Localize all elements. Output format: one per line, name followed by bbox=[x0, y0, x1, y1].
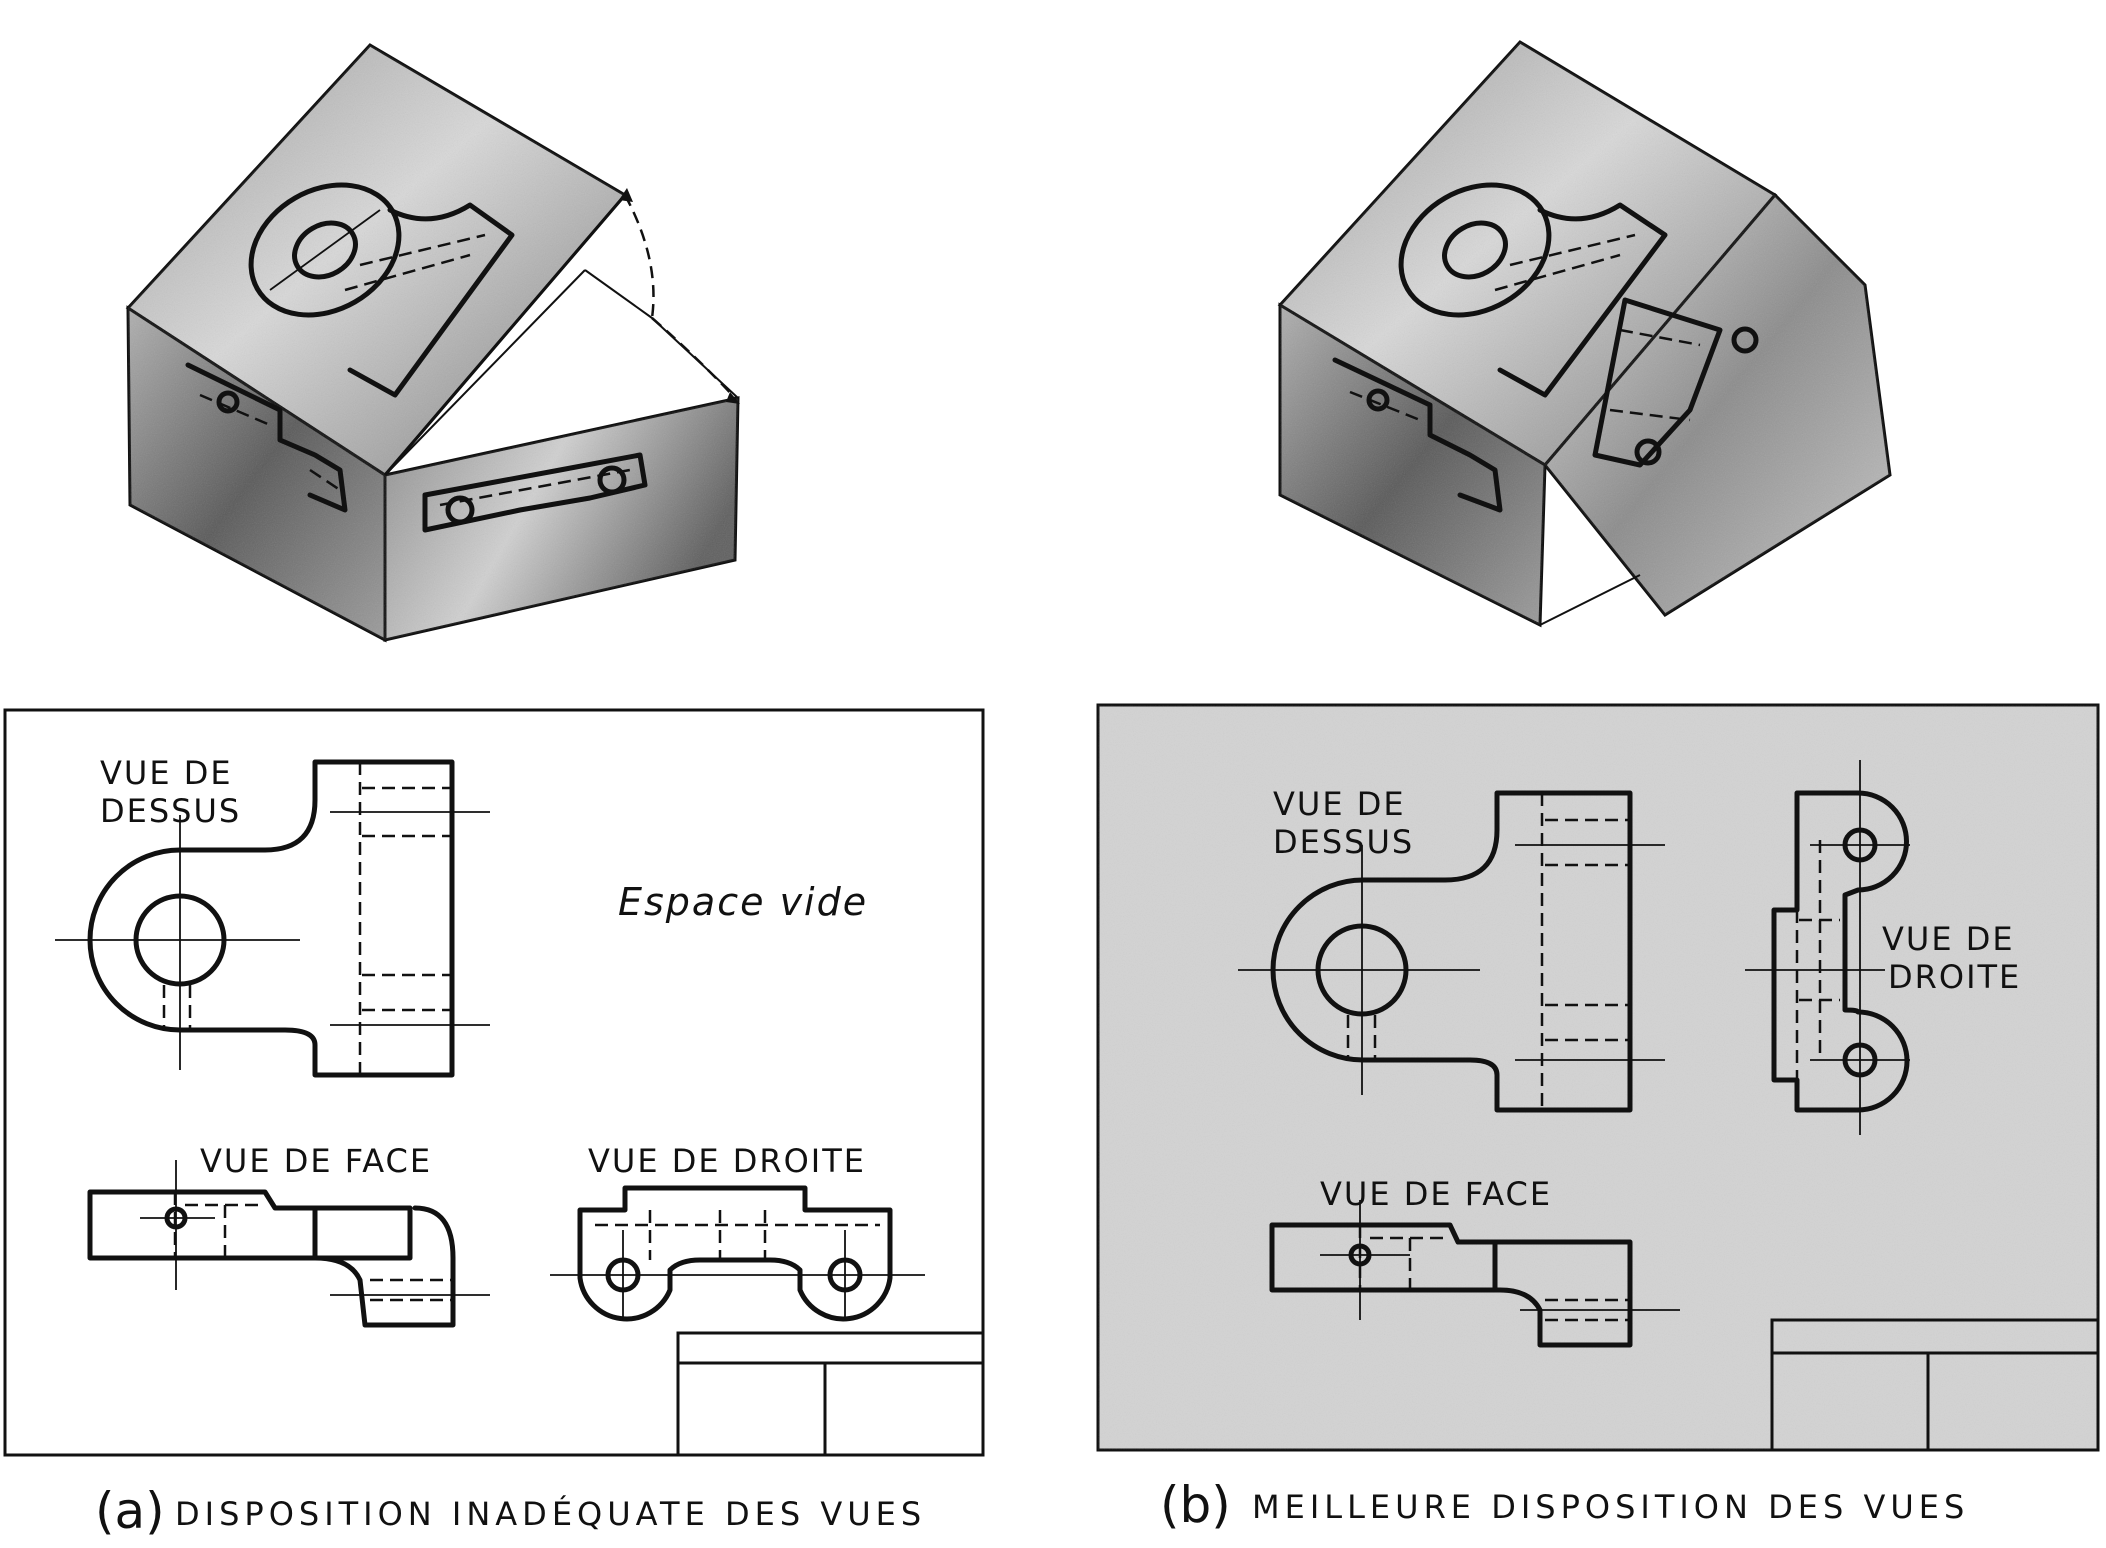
box-b-right-projection bbox=[1592, 297, 1759, 468]
title-block-a bbox=[676, 1331, 985, 1457]
box-a-left-projection bbox=[185, 362, 348, 513]
title-block-b bbox=[1770, 1318, 2100, 1452]
caption-b-letter: (b) bbox=[1160, 1476, 1231, 1534]
label-right-view-b-line1: VUE DE bbox=[1882, 920, 2015, 958]
box-b-left-projection bbox=[1332, 357, 1503, 513]
right-view-b: VUE DE DROITE bbox=[1745, 760, 2021, 1135]
caption-b-text: MEILLEURE DISPOSITION DES VUES bbox=[1252, 1488, 1969, 1526]
top-view-b: VUE DE DESSUS bbox=[1238, 785, 1665, 1113]
caption-a-letter: (a) bbox=[95, 1482, 165, 1540]
label-top-view-b-line2: DESSUS bbox=[1273, 823, 1414, 861]
top-view-a: VUE DE DESSUS bbox=[55, 754, 490, 1078]
isometric-box-a bbox=[125, 43, 740, 643]
label-right-view-a: VUE DE DROITE bbox=[588, 1142, 866, 1180]
drawing-sheet-a: VUE DE DESSUS Espace vide VUE DE FACE bbox=[3, 708, 985, 1457]
front-view-b: VUE DE FACE bbox=[1269, 1175, 1680, 1348]
front-view-a: VUE DE FACE bbox=[87, 1142, 490, 1328]
right-view-a: VUE DE DROITE bbox=[550, 1142, 925, 1322]
label-top-view-b-line1: VUE DE bbox=[1273, 785, 1406, 823]
isometric-box-b bbox=[1277, 40, 1892, 628]
label-top-view-a-line1: VUE DE bbox=[100, 754, 233, 792]
label-top-view-a-line2: DESSUS bbox=[100, 792, 241, 830]
label-front-view-a: VUE DE FACE bbox=[200, 1142, 432, 1180]
label-right-view-b-line2: DROITE bbox=[1888, 958, 2021, 996]
label-empty-space: Espace vide bbox=[618, 880, 868, 924]
box-a-right-projection bbox=[422, 452, 648, 533]
label-front-view-b: VUE DE FACE bbox=[1320, 1175, 1552, 1213]
box-a-top-projection bbox=[248, 182, 515, 398]
caption-a-text: DISPOSITION INADÉQUATE DES VUES bbox=[175, 1495, 926, 1533]
box-b-top-projection bbox=[1398, 182, 1668, 398]
drawing-sheet-b: VUE DE DESSUS VUE DE DROITE bbox=[1096, 703, 2100, 1452]
